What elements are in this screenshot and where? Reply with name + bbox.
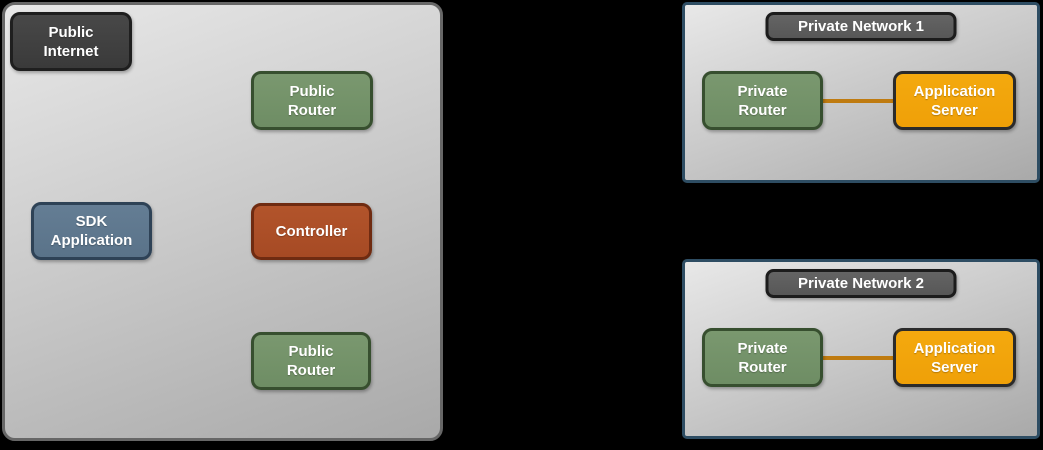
application-server-2-node: Application Server	[893, 328, 1016, 387]
public-router-top-node: Public Router	[251, 71, 373, 130]
public-router-top-label: Public Router	[287, 82, 337, 119]
sdk-application-label: SDK Application	[50, 213, 133, 249]
router-server-connector-2	[822, 356, 895, 360]
router-server-connector-1	[822, 99, 895, 103]
private-router-2-node: Private Router	[702, 328, 823, 387]
private-router-1-label: Private Router	[737, 82, 788, 119]
controller-node: Controller	[251, 203, 372, 260]
public-router-bottom-label: Public Router	[286, 343, 336, 379]
application-server-2-label: Application Server	[913, 339, 996, 376]
application-server-1-label: Application Server	[913, 82, 996, 119]
private-network-2-title: Private Network 2	[765, 269, 957, 298]
public-router-bottom-node: Public Router	[251, 332, 371, 390]
private-network-2-zone: Private Network 2 Private Router Applica…	[682, 259, 1040, 439]
sdk-application-node: SDK Application	[31, 202, 152, 260]
controller-label: Controller	[275, 223, 348, 240]
private-network-1-title: Private Network 1	[765, 12, 957, 41]
private-router-1-node: Private Router	[702, 71, 823, 130]
public-internet-zone: Public Internet Public Router SDK Applic…	[2, 2, 443, 441]
private-network-1-zone: Private Network 1 Private Router Applica…	[682, 2, 1040, 183]
public-internet-node: Public Internet	[10, 12, 132, 71]
private-network-2-title-label: Private Network 2	[798, 275, 924, 292]
private-network-1-title-label: Private Network 1	[798, 18, 924, 35]
application-server-1-node: Application Server	[893, 71, 1016, 130]
private-router-2-label: Private Router	[737, 339, 788, 376]
public-internet-label: Public Internet	[43, 23, 99, 60]
